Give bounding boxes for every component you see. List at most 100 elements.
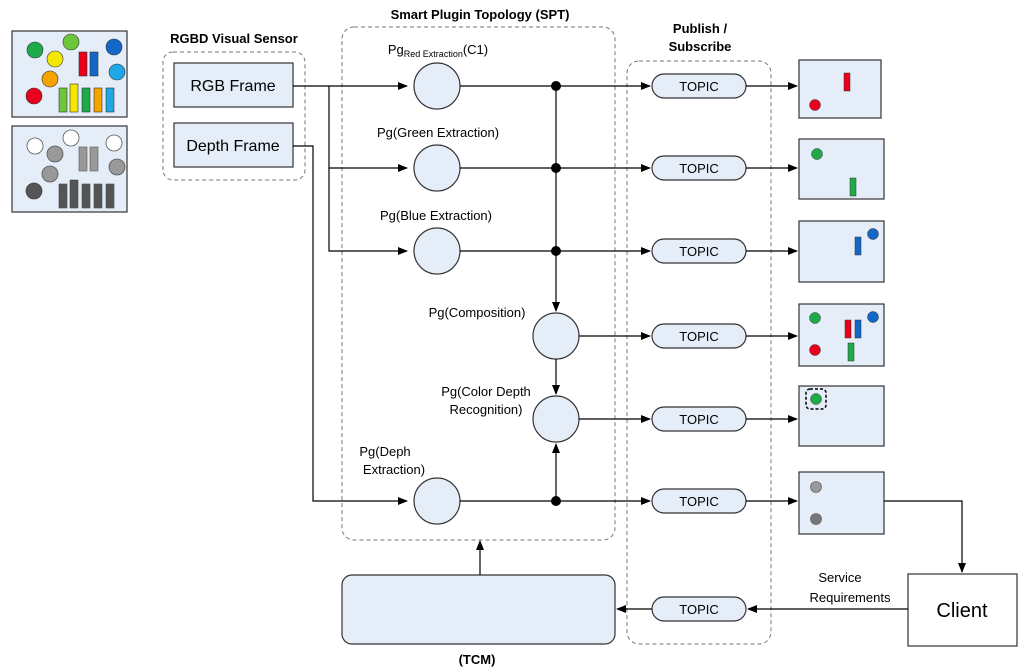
topic-label: TOPIC bbox=[679, 602, 719, 617]
depth-bar bbox=[93, 183, 103, 209]
red-bar bbox=[844, 319, 852, 339]
client-box[interactable] bbox=[907, 573, 1018, 647]
output-blue-panel bbox=[798, 220, 885, 283]
topic-red[interactable]: TOPIC bbox=[651, 73, 747, 99]
cyan-circle bbox=[108, 63, 126, 81]
deph-extraction-node[interactable] bbox=[413, 477, 461, 525]
topic-composition[interactable]: TOPIC bbox=[651, 323, 747, 349]
red-circle bbox=[809, 344, 821, 356]
topic-label: TOPIC bbox=[679, 494, 719, 509]
gray-circle bbox=[810, 481, 822, 493]
color-depth-label-line1: Pg(Color Depth bbox=[441, 384, 531, 399]
depth-circle bbox=[41, 165, 59, 183]
depth-circle bbox=[26, 137, 44, 155]
rgb-frame-label: RGB Frame bbox=[190, 78, 275, 95]
color-depth-recognition-node[interactable] bbox=[532, 395, 580, 443]
blue-circle bbox=[867, 228, 879, 240]
output-green-panel bbox=[798, 138, 885, 200]
topic-service[interactable]: TOPIC bbox=[651, 596, 747, 622]
topic-label: TOPIC bbox=[679, 329, 719, 344]
green-bar bbox=[81, 87, 91, 113]
yellow-circle bbox=[46, 50, 64, 68]
pubsub-title-line1: Publish / bbox=[673, 21, 728, 36]
blue-bar bbox=[89, 51, 99, 77]
green-bar bbox=[849, 177, 857, 197]
deph-extraction-label-line2: Extraction) bbox=[363, 462, 425, 477]
topic-label: TOPIC bbox=[679, 412, 719, 427]
topic-deph[interactable]: TOPIC bbox=[651, 488, 747, 514]
composition-label: Pg(Composition) bbox=[429, 305, 526, 320]
depth-bar bbox=[81, 183, 91, 209]
depth-bar bbox=[105, 183, 115, 209]
recognition-highlight bbox=[805, 388, 827, 410]
topic-blue[interactable]: TOPIC bbox=[651, 238, 747, 264]
output-deph-panel bbox=[798, 471, 885, 535]
output-composition-panel bbox=[798, 303, 885, 367]
topic-green[interactable]: TOPIC bbox=[651, 155, 747, 181]
depth-circle bbox=[105, 134, 123, 152]
pubsub-group bbox=[626, 60, 772, 645]
sensor-group bbox=[162, 51, 306, 181]
topic-label: TOPIC bbox=[679, 161, 719, 176]
junction-dot bbox=[551, 246, 561, 256]
red-bar bbox=[78, 51, 88, 77]
green-extraction-label: Pg(Green Extraction) bbox=[377, 125, 499, 140]
depth-circle bbox=[108, 158, 126, 176]
red-bar bbox=[843, 72, 851, 92]
color-depth-label-line2: Recognition) bbox=[450, 402, 523, 417]
blue-bar bbox=[854, 236, 862, 256]
depth-frame-box[interactable] bbox=[173, 122, 294, 168]
blue-circle bbox=[105, 38, 123, 56]
green-extraction-node[interactable] bbox=[413, 144, 461, 192]
green-circle bbox=[26, 41, 44, 59]
red-extraction-label: PgRed Extraction(C1) bbox=[388, 42, 488, 59]
depth-circle bbox=[25, 182, 43, 200]
orange-circle bbox=[41, 70, 59, 88]
lime-bar bbox=[58, 87, 68, 113]
green-circle bbox=[809, 312, 821, 324]
blue-bar bbox=[854, 319, 862, 339]
deph-output-to-client-arrow bbox=[884, 500, 966, 573]
composition-node[interactable] bbox=[532, 312, 580, 360]
red-circle bbox=[809, 99, 821, 111]
green-circle bbox=[811, 148, 823, 160]
service-requirements-line1: Service bbox=[818, 570, 861, 585]
gray-circle bbox=[810, 513, 822, 525]
junction-dot bbox=[551, 496, 561, 506]
yellow-bar bbox=[69, 83, 79, 113]
blue-extraction-label: Pg(Blue Extraction) bbox=[380, 208, 492, 223]
depth-scene-thumbnail bbox=[11, 125, 128, 213]
orange-bar bbox=[93, 87, 103, 113]
blue-circle bbox=[867, 311, 879, 323]
green-bar bbox=[847, 342, 855, 362]
cyan-bar bbox=[105, 87, 115, 113]
lime-circle bbox=[62, 33, 80, 51]
rgb-frame-box[interactable] bbox=[173, 62, 294, 108]
green-circle bbox=[810, 393, 822, 405]
tcm-box[interactable] bbox=[341, 574, 616, 645]
red-extraction-node[interactable] bbox=[413, 62, 461, 110]
topic-label: TOPIC bbox=[679, 79, 719, 94]
depth-bar bbox=[69, 179, 79, 209]
service-requirements-line2: Requirements bbox=[810, 590, 891, 605]
topic-label: TOPIC bbox=[679, 244, 719, 259]
blue-extraction-node[interactable] bbox=[413, 227, 461, 275]
topic-color-depth[interactable]: TOPIC bbox=[651, 406, 747, 432]
depth-to-deph-arrow bbox=[293, 145, 408, 505]
depth-frame-label: Depth Frame bbox=[186, 138, 279, 155]
tcm-label: (TCM) bbox=[459, 652, 496, 667]
depth-circle bbox=[46, 145, 64, 163]
deph-extraction-label-line1: Pg(Deph bbox=[359, 444, 410, 459]
junction-dot bbox=[551, 163, 561, 173]
red-circle bbox=[25, 87, 43, 105]
color-scene-thumbnail bbox=[11, 30, 128, 118]
depth-bar bbox=[89, 146, 99, 172]
output-red-panel bbox=[798, 59, 882, 119]
rgb-to-blue-arrow bbox=[328, 168, 408, 255]
junction-dot bbox=[551, 81, 561, 91]
sensor-title: RGBD Visual Sensor bbox=[170, 31, 298, 46]
pubsub-title-line2: Subscribe bbox=[669, 39, 732, 54]
spt-title: Smart Plugin Topology (SPT) bbox=[391, 7, 570, 22]
client-label: Client bbox=[936, 600, 988, 622]
